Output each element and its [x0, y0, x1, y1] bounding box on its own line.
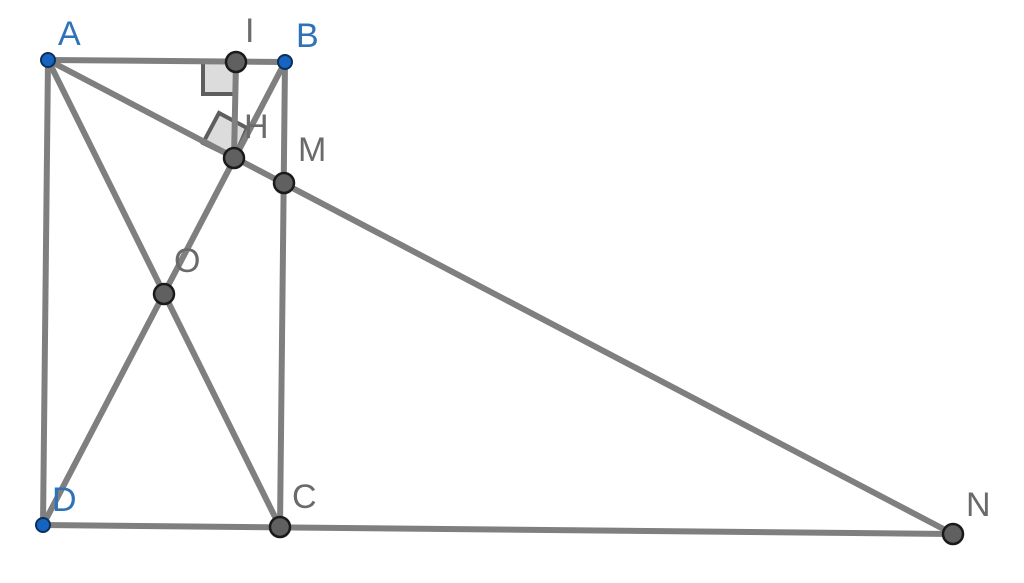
point-D: [35, 517, 51, 533]
segment-IH: [231, 59, 239, 161]
point-M: [272, 171, 296, 195]
label-M: M: [298, 131, 326, 169]
point-N: [941, 522, 965, 546]
label-D: D: [52, 481, 77, 519]
label-O: O: [174, 242, 200, 280]
point-H: [222, 146, 246, 170]
label-I: I: [245, 12, 254, 50]
label-N: N: [966, 486, 991, 524]
point-O: [152, 282, 176, 306]
segment-BC: [277, 59, 288, 530]
segment-AN: [45, 57, 956, 537]
segment-AB: [45, 57, 288, 65]
point-A: [40, 52, 56, 68]
label-H: H: [244, 108, 269, 146]
label-A: A: [58, 15, 81, 53]
segment-DA: [40, 57, 51, 528]
point-I: [224, 50, 248, 74]
point-C: [268, 515, 292, 539]
point-B: [277, 54, 293, 70]
label-C: C: [292, 478, 317, 516]
segment-DN: [40, 522, 956, 537]
label-B: B: [296, 17, 319, 55]
